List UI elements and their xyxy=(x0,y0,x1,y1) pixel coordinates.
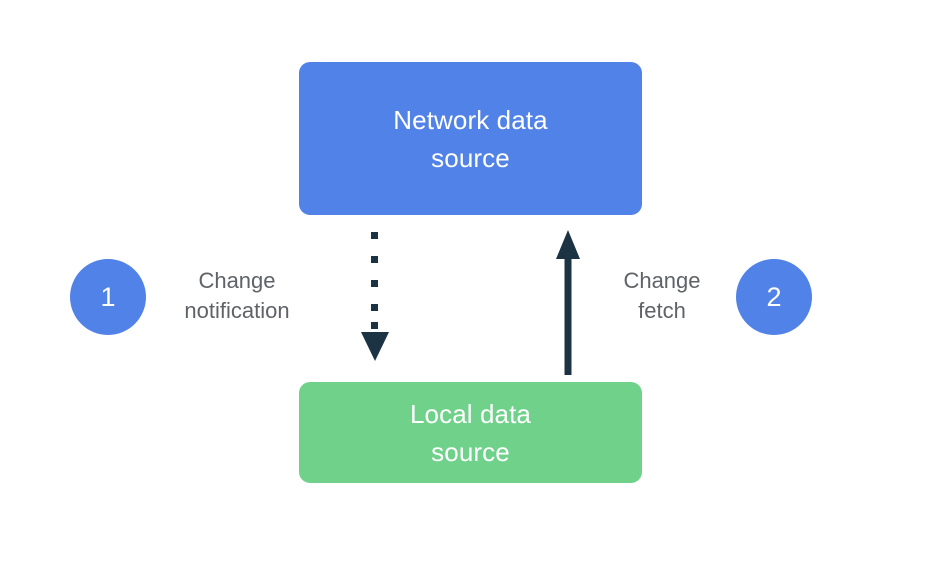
dotted-arrow-dot xyxy=(371,232,378,239)
node-network-data-source[interactable]: Network data source xyxy=(299,62,642,215)
node-network-data-source-label: Network data source xyxy=(393,104,548,173)
arrow-change-fetch-solid-up xyxy=(556,230,580,375)
dotted-arrow-dot xyxy=(371,304,378,311)
step-badge-1-number: 1 xyxy=(100,281,116,312)
edge-label-change-notification: Change notification xyxy=(184,268,290,323)
dotted-arrow-dot xyxy=(371,280,378,287)
step-badge-2-number: 2 xyxy=(766,281,782,312)
arrow-change-notification-dotted-down xyxy=(361,232,389,361)
dotted-arrow-dot xyxy=(371,256,378,263)
dotted-arrow-dot xyxy=(371,322,378,329)
step-badge-1[interactable]: 1 xyxy=(70,259,146,335)
node-local-data-source-label: Local data source xyxy=(410,398,531,467)
node-local-data-source[interactable]: Local data source xyxy=(299,382,642,483)
solid-arrow-head-up-icon xyxy=(556,230,580,259)
edge-label-change-fetch: Change fetch xyxy=(623,268,701,323)
step-badge-2[interactable]: 2 xyxy=(736,259,812,335)
solid-arrow-shaft xyxy=(564,256,572,375)
dotted-arrow-head-down-icon xyxy=(361,332,389,361)
